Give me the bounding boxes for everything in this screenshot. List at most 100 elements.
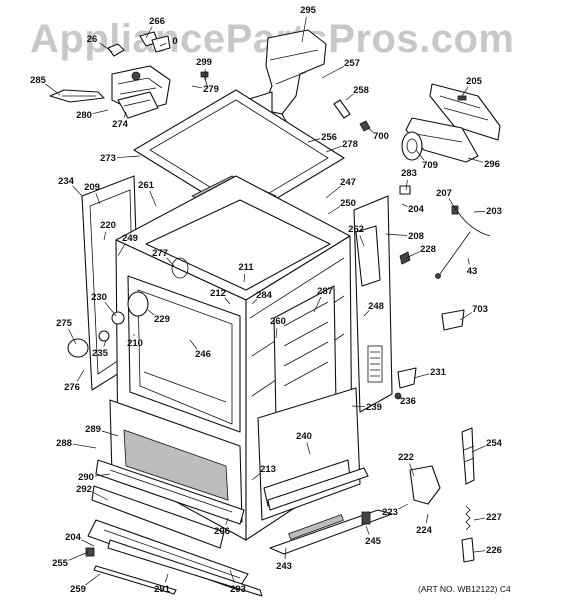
leader-line <box>401 203 408 207</box>
part-number-label: 256 <box>321 132 337 143</box>
leader-line <box>76 369 85 382</box>
leader-line <box>473 517 486 521</box>
part-258 <box>333 99 351 119</box>
part-number-label: 291 <box>154 584 171 595</box>
leader-line <box>367 127 374 133</box>
part-number-label: 292 <box>76 484 92 495</box>
support-rail-240 <box>267 467 369 511</box>
part-number-label: 234 <box>58 176 75 187</box>
part-number-label: 249 <box>122 233 138 244</box>
part-number-label: 243 <box>276 561 292 572</box>
leader-line <box>147 309 155 316</box>
leader-line <box>166 257 175 267</box>
part-number-label: 279 <box>203 84 219 95</box>
part-700 <box>359 120 371 132</box>
leader-lines <box>45 16 486 586</box>
wiring-203 <box>451 205 491 237</box>
part-number-label: 255 <box>52 558 69 569</box>
leader-line <box>149 191 157 207</box>
part-number-label: 223 <box>382 507 398 518</box>
part-number-label: 274 <box>112 119 129 130</box>
leader-line <box>473 550 486 553</box>
part-number-label: 231 <box>430 367 447 378</box>
part-number-label: 246 <box>195 349 211 360</box>
part-number-label: 226 <box>486 545 502 556</box>
part-number-label: 295 <box>300 5 317 16</box>
art-number: (ART NO. WB12122) C4 <box>418 584 511 594</box>
broiler-drawer-290 <box>95 459 245 525</box>
regulator-709 <box>401 131 423 161</box>
lamp-235 <box>98 330 110 342</box>
leader-line <box>92 491 109 501</box>
part-number-label: 288 <box>56 438 72 449</box>
leader-line <box>85 573 101 586</box>
part-number-label: 260 <box>270 316 286 327</box>
leader-line <box>72 185 83 197</box>
part-number-label: 230 <box>91 292 107 303</box>
leader-line <box>72 443 97 449</box>
rear-plate-296 <box>405 117 479 163</box>
leader-line <box>99 42 113 53</box>
part-number-label: 220 <box>100 220 116 231</box>
part-number-label: 284 <box>256 290 273 301</box>
leader-line <box>398 503 409 510</box>
leader-line <box>204 68 207 81</box>
leader-line <box>117 243 126 257</box>
leader-line <box>306 442 311 455</box>
leader-line <box>101 430 119 437</box>
leader-line <box>225 517 229 525</box>
leader-line <box>351 405 366 408</box>
part-number-label: 26 <box>87 34 98 45</box>
part-number-label: 273 <box>100 153 116 164</box>
leader-line <box>92 109 109 114</box>
light-socket-229 <box>127 291 149 317</box>
part-number-label: 206 <box>214 526 230 537</box>
part-number-label: 211 <box>238 262 254 273</box>
leader-line <box>413 373 430 379</box>
leveling-leg-255 <box>85 547 95 557</box>
leader-line <box>145 26 153 39</box>
part-number-label: 245 <box>365 536 382 547</box>
leader-line <box>275 327 278 339</box>
leader-line <box>471 445 486 453</box>
part-number-label: 212 <box>210 288 226 299</box>
screw-299 <box>200 71 209 89</box>
bracket-231 <box>397 367 417 389</box>
leader-line <box>345 93 354 101</box>
part-number-label: 703 <box>472 304 488 315</box>
part-number-label: 229 <box>154 314 170 325</box>
rear-panel-288 <box>109 399 243 523</box>
leader-line <box>359 235 365 247</box>
leader-line <box>467 257 470 265</box>
part-number-label: 277 <box>152 248 168 259</box>
part-number-label: 43 <box>467 266 478 277</box>
part-number-label: 213 <box>260 464 276 475</box>
part-number-label: 262 <box>348 224 364 235</box>
part-number-label: 236 <box>400 396 416 407</box>
screw-245 <box>361 511 371 525</box>
leader-line <box>459 312 473 321</box>
part-number-label: 210 <box>127 338 143 349</box>
leader-line <box>68 328 77 345</box>
leader-line <box>325 145 342 153</box>
leader-line <box>94 473 111 477</box>
part-number-label: 204 <box>65 532 82 543</box>
part-number-label: 266 <box>149 16 165 27</box>
leader-line <box>301 16 307 43</box>
part-number-label: 208 <box>408 231 424 242</box>
part-number-label: 283 <box>401 168 417 179</box>
part-number-label: 276 <box>64 382 80 393</box>
burner-valve-assembly <box>111 65 171 119</box>
leader-line <box>325 185 341 199</box>
part-number-label: 247 <box>340 177 356 188</box>
leader-line <box>284 547 287 560</box>
part-number-label: 239 <box>366 402 382 413</box>
part-number-label: 290 <box>78 472 94 483</box>
leader-line <box>365 525 370 535</box>
leader-line <box>224 297 231 305</box>
leader-line <box>467 157 484 163</box>
kick-panel-293 <box>107 539 263 597</box>
leader-line <box>229 569 235 583</box>
